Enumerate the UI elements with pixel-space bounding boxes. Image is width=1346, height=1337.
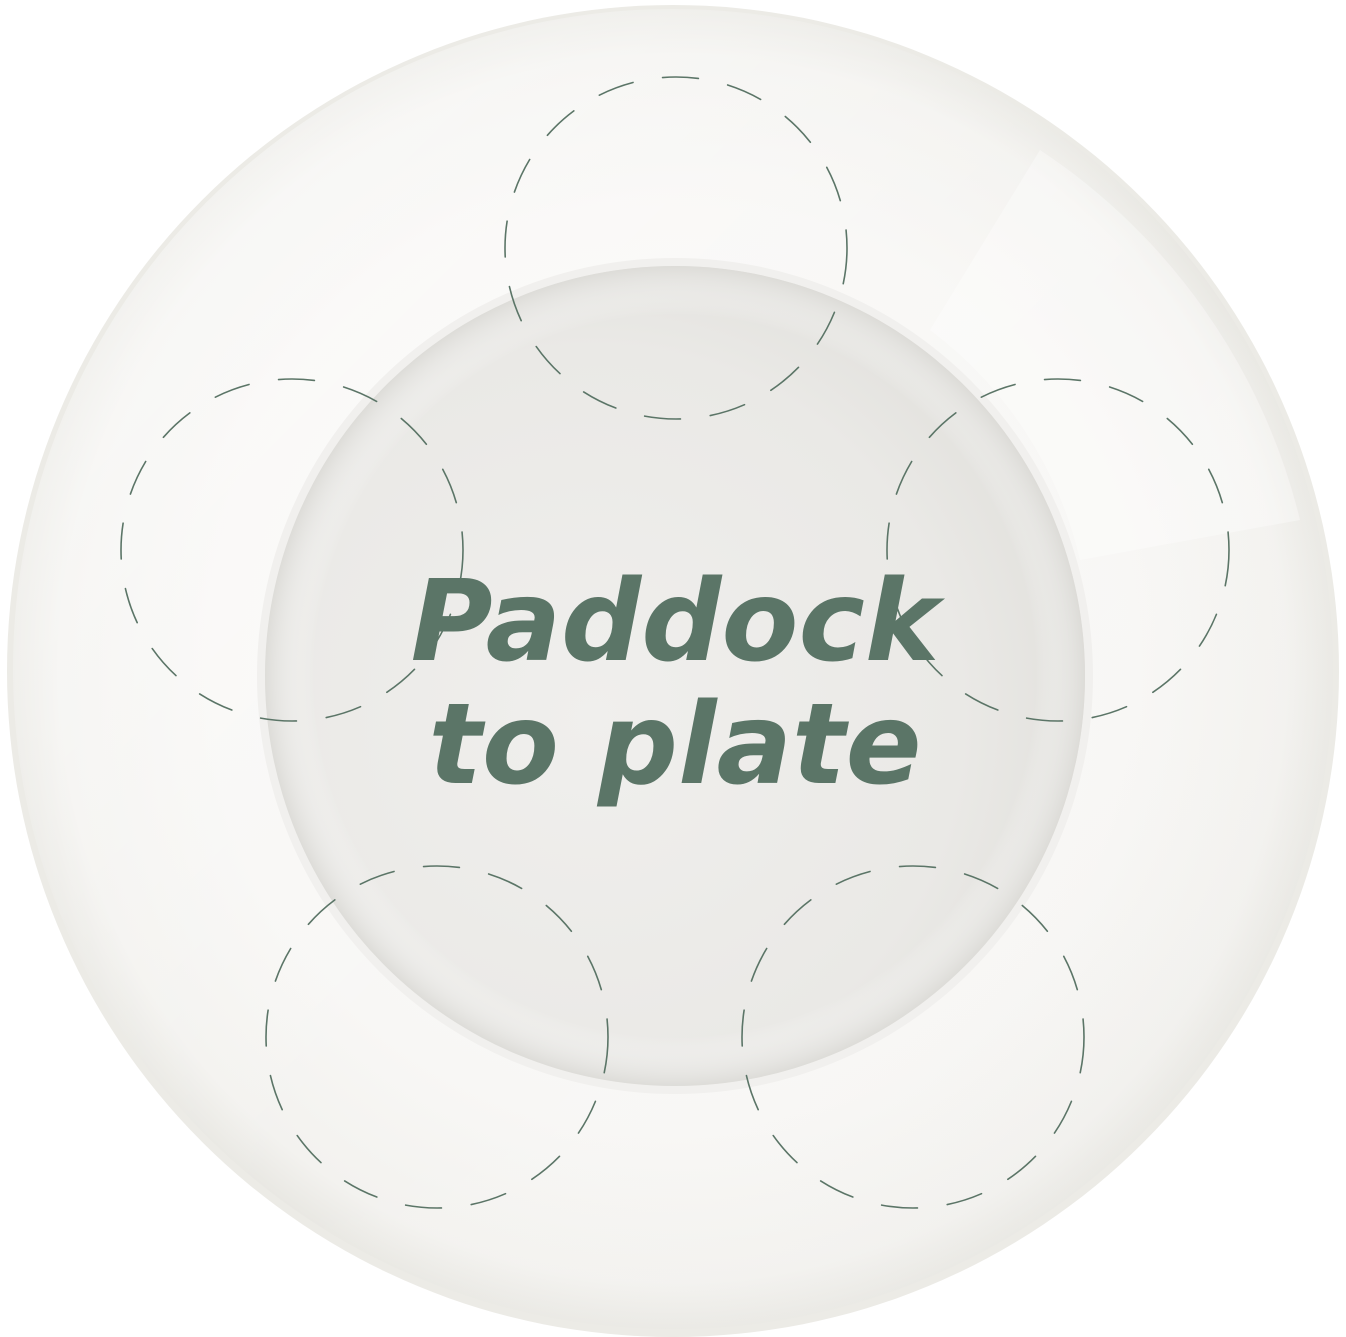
title-line-2: to plate bbox=[428, 680, 921, 810]
title-line-1: Paddock bbox=[411, 557, 946, 687]
